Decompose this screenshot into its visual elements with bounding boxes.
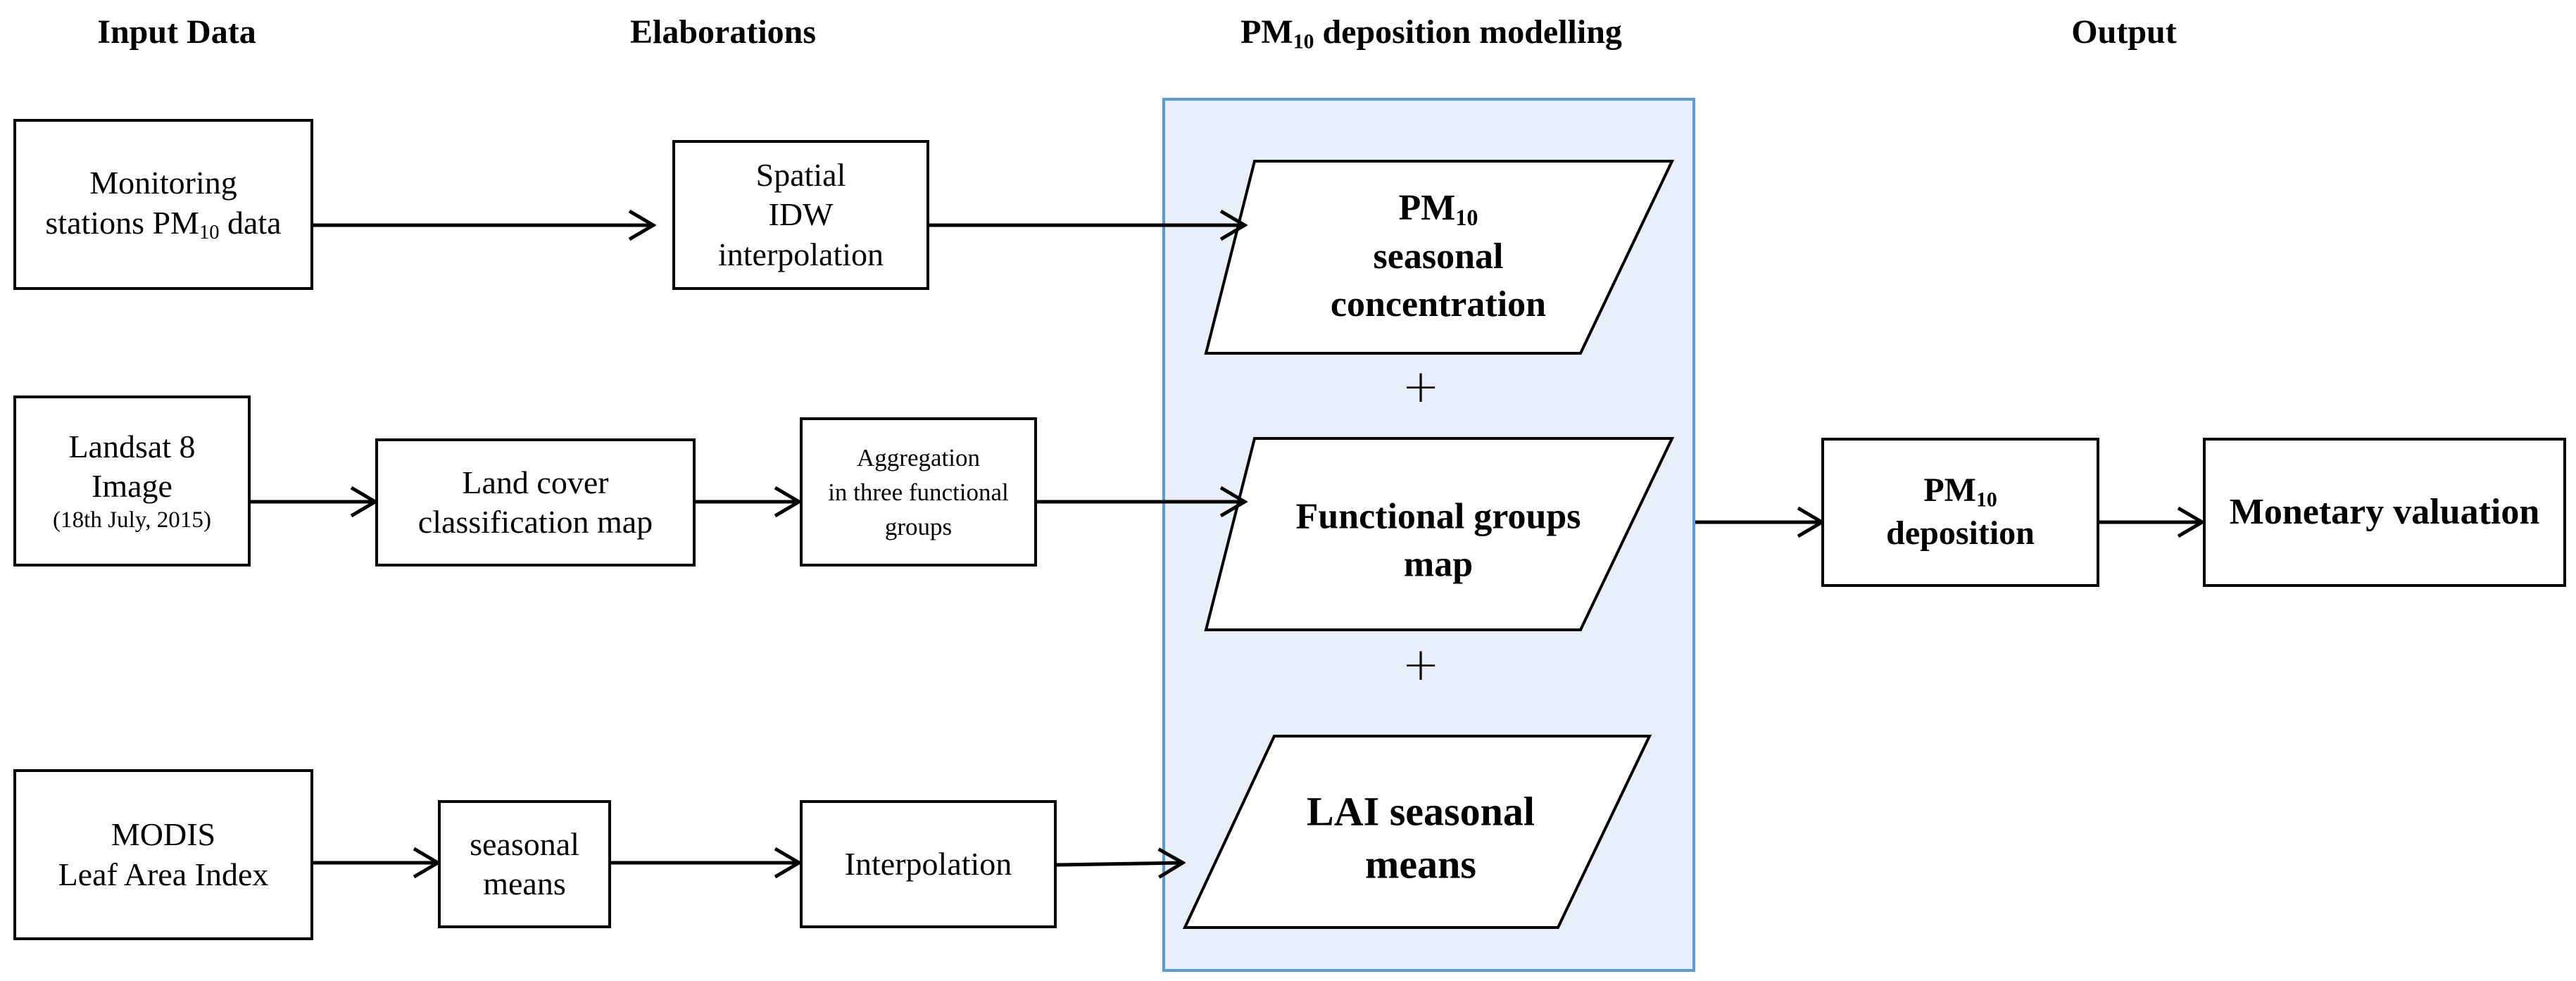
pm10-deposition-box: PM10 deposition bbox=[1821, 438, 2099, 587]
arrow-interpolation-to-lai bbox=[1056, 863, 1183, 865]
pm10-concentration-shape bbox=[1204, 160, 1675, 355]
plus-sign-2: + bbox=[1402, 639, 1440, 691]
aggregation-box: Aggregation in three functional groups bbox=[800, 417, 1037, 567]
seasonal-means-box: seasonal means bbox=[438, 800, 611, 928]
header-input-data: Input Data bbox=[97, 13, 256, 51]
lai-seasonal-shape bbox=[1182, 735, 1652, 929]
header-elaborations: Elaborations bbox=[629, 13, 817, 51]
landsat-image-box: Landsat 8 Image (18th July, 2015) bbox=[13, 395, 251, 567]
header-modelling: PM10 deposition modelling bbox=[1240, 13, 1622, 53]
plus-sign-1: + bbox=[1402, 361, 1440, 413]
functional-groups-label: Functional groups map bbox=[1295, 496, 1581, 584]
interpolation-box: Interpolation bbox=[800, 800, 1057, 928]
land-cover-map-box: Land cover classification map bbox=[375, 438, 696, 567]
modis-lai-box: MODIS Leaf Area Index bbox=[13, 769, 313, 940]
lai-seasonal-label: LAI seasonal means bbox=[1307, 788, 1535, 887]
spatial-idw-box: Spatial IDW interpolation bbox=[672, 140, 929, 290]
monetary-valuation-box: Monetary valuation bbox=[2203, 438, 2566, 587]
functional-groups-shape bbox=[1204, 437, 1675, 631]
monitoring-stations-box: Monitoring stations PM10 data bbox=[13, 119, 313, 290]
header-output: Output bbox=[2071, 13, 2177, 51]
pm10-concentration-label: PM10 seasonal concentration bbox=[1330, 187, 1547, 324]
